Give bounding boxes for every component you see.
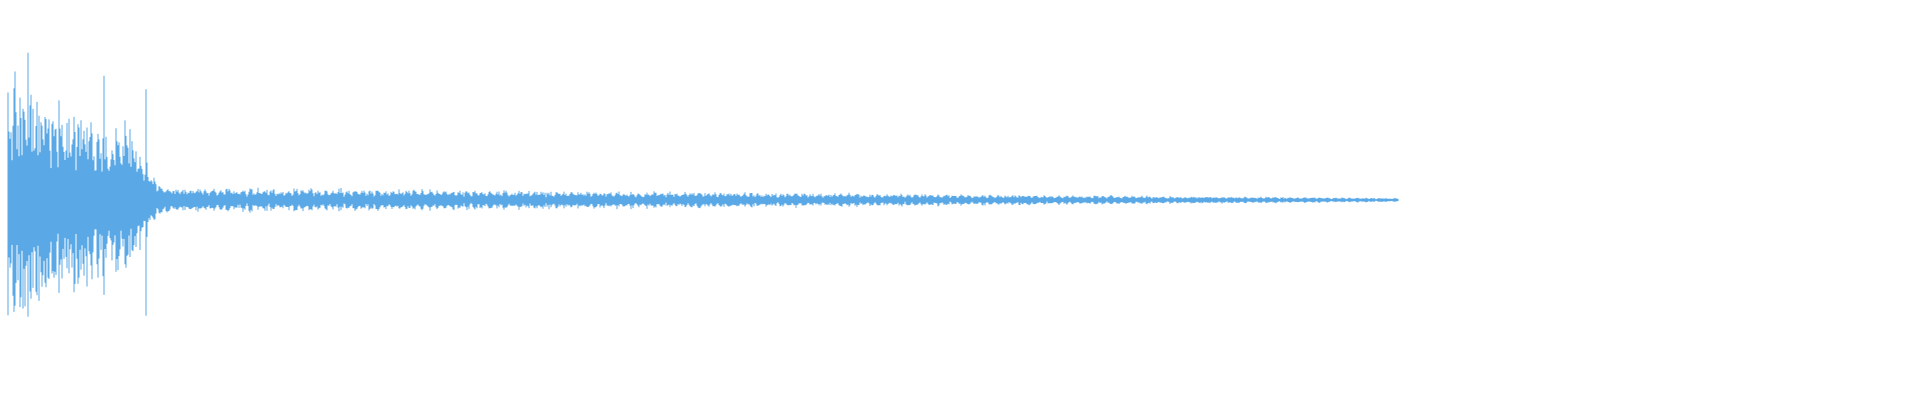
waveform-path bbox=[7, 52, 1399, 317]
